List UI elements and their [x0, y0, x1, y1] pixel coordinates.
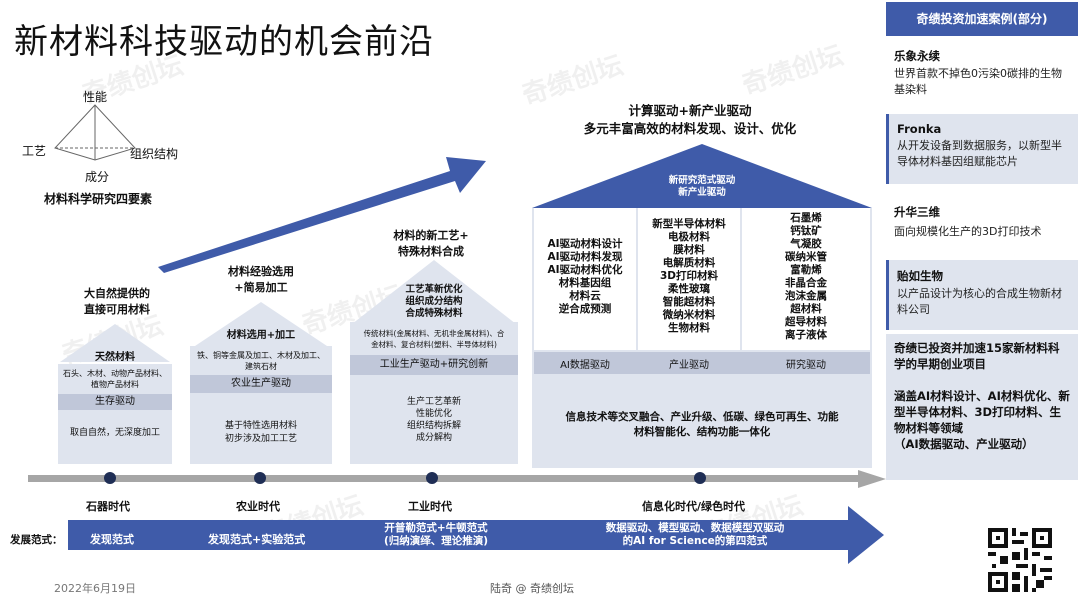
paradigm-item-3: 开普勒范式+牛顿范式 (归纳演绎、理论推演) — [383, 522, 489, 547]
case-card: Fronka 从开发设备到数据服务，以新型半导体材料基因组赋能芯片 — [886, 114, 1078, 184]
stage-2-desc: 基于特性选用材料 初步涉及加工工艺 — [224, 421, 297, 444]
footer-author: 陆奇 @ 奇绩创坛 — [490, 582, 574, 595]
qr-code-icon — [988, 528, 1052, 592]
stage-3-materials: 传统材料(金属材料、无机非金属材料)、合 金材料、复合材料(塑料、半导体材料) — [363, 329, 505, 349]
timeline-arrow — [28, 470, 886, 488]
era-info-label: 信息化时代/绿色时代 — [642, 500, 746, 513]
case-desc: 以产品设计为核心的合成生物新材料公司 — [897, 287, 1062, 316]
case-card: 贻如生物 以产品设计为核心的合成生物新材料公司 — [886, 260, 1078, 330]
paradigm-label: 发展范式： — [10, 534, 63, 546]
stage-2-roof — [192, 302, 330, 348]
era-dot — [254, 472, 266, 484]
stage-3-desc: 生产工艺革新 性能优化 组织结构拆解 成分解构 — [406, 397, 461, 443]
case-desc: 世界首款不掉色0污染0碳排的生物基染料 — [894, 67, 1062, 96]
era-dot — [104, 472, 116, 484]
pyramid-bottom-label: 成分 — [85, 170, 110, 184]
modern-driver-2: 产业驱动 — [669, 360, 709, 371]
stage-1-materials: 石头、木材、动物产品材料、 植物产品材料 — [63, 369, 167, 389]
page-title: 新材料科技驱动的机会前沿 — [14, 22, 434, 62]
paradigm-item-1: 发现范式 — [90, 533, 134, 546]
stage-1-driver: 生存驱动 — [58, 394, 172, 410]
era-dot — [426, 472, 438, 484]
case-card: 升华三维 面向规模化生产的3D打印技术 — [886, 196, 1078, 252]
modern-desc: 信息技术等交叉融合、产业升级、低碳、绿色可再生、功能 材料智能化、结构功能一体化 — [565, 411, 839, 438]
stage-2-heading: 材料经验选用 +简易加工 — [228, 265, 294, 294]
pyramid-diagram — [54, 104, 136, 161]
paradigm-item-4: 数据驱动、模型驱动、数据模型双驱动 的AI for Science的第四范式 — [605, 522, 785, 547]
modern-driver-3: 研究驱动 — [786, 360, 826, 371]
modern-driver-1: AI数据驱动 — [560, 360, 610, 371]
case-card: 乐象永续 世界首款不掉色0污染0碳排的生物基染料 — [886, 40, 1078, 108]
modern-roof — [532, 144, 872, 208]
case-name: 升华三维 — [894, 205, 940, 219]
case-name: 乐象永续 — [894, 49, 940, 63]
modern-col-2-text: 新型半导体材料 电极材料 膜材料 电解质材料 3D打印材料 柔性玻璃 智能超材料… — [652, 218, 726, 334]
stage-2-driver: 农业生产驱动 — [190, 375, 332, 393]
modern-col-3-text: 石墨烯 钙钛矿 气凝胶 碳纳米管 富勒烯 非晶合金 泡沫金属 超材料 超导材料 … — [785, 212, 827, 341]
paradigm-arrow — [68, 506, 884, 564]
stage-3-body — [350, 322, 518, 464]
stage-1-heading: 大自然提供的 直接可用材料 — [84, 287, 150, 316]
modern-driver-row — [534, 352, 870, 374]
modern-col-1-text: AI驱动材料设计 AI驱动材料发现 AI驱动材料优化 材料基因组 材料云 逆合成… — [547, 238, 623, 315]
stage-3-driver: 工业生产驱动+研究创新 — [350, 355, 518, 375]
era-agri-label: 农业时代 — [236, 500, 280, 513]
era-stone-label: 石器时代 — [86, 500, 130, 513]
modern-col-2 — [638, 208, 740, 350]
modern-heading: 计算驱动+新产业驱动 多元丰富高效的材料发现、设计、优化 — [583, 103, 797, 136]
pyramid-right-label: 组织结构 — [130, 147, 179, 161]
modern-roof-label: 新研究范式驱动 新产业驱动 — [668, 175, 736, 198]
pyramid-left-label: 工艺 — [22, 144, 47, 158]
side-summary: 奇绩已投资并加速15家新材料科学的早期创业项目 涵盖AI材料设计、AI材料优化、… — [886, 334, 1078, 480]
stage-2-materials: 铁、铜等金属及加工、木材及加工、 建筑石材 — [197, 351, 325, 371]
side-panel-title: 奇绩投资加速案例(部分) — [886, 2, 1078, 36]
stage-1-desc: 取自自然，无深度加工 — [69, 428, 160, 438]
era-dot — [694, 472, 706, 484]
case-desc: 面向规模化生产的3D打印技术 — [894, 225, 1042, 238]
case-name: Fronka — [897, 122, 942, 136]
stage-2-body — [190, 346, 332, 464]
stage-3-heading: 材料的新工艺+ 特殊材料合成 — [393, 229, 469, 258]
stage-1-roof — [60, 324, 170, 362]
stage-2-roof-label: 材料选用+加工 — [226, 330, 296, 341]
case-name: 贻如生物 — [897, 269, 943, 283]
modern-col-3 — [742, 208, 870, 350]
stage-3-roof-label: 工艺革新优化 组织成分结构 合成特殊材料 — [405, 284, 463, 319]
footer-date: 2022年6月19日 — [54, 582, 136, 595]
paradigm-item-2: 发现范式+实验范式 — [208, 533, 306, 546]
stage-1-roof-label: 天然材料 — [95, 352, 135, 363]
pyramid-top-label: 性能 — [83, 90, 108, 104]
case-desc: 从开发设备到数据服务，以新型半导体材料基因组赋能芯片 — [897, 139, 1062, 168]
modern-col-1 — [534, 208, 636, 350]
pyramid-caption: 材料科学研究四要素 — [44, 192, 153, 206]
stage-1-body — [58, 364, 172, 464]
era-industry-label: 工业时代 — [408, 500, 452, 513]
stage-3-roof — [352, 260, 516, 324]
growth-arrow — [158, 157, 486, 273]
watermark: 奇绩创坛 — [738, 40, 847, 102]
